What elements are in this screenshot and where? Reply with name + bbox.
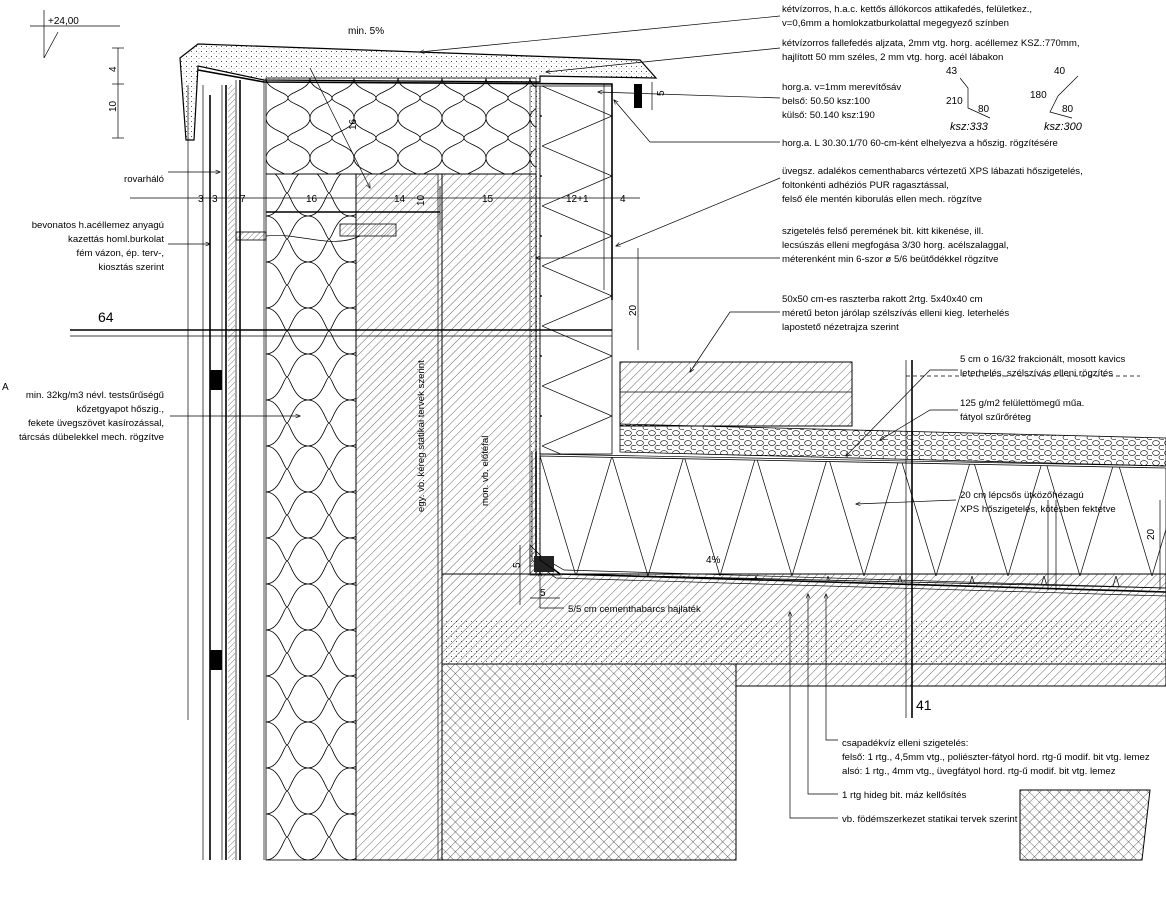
label-pavers-3: lapostető nézetrajza szerint bbox=[782, 322, 899, 333]
concrete-shell bbox=[355, 173, 443, 861]
cap-profile-left bbox=[959, 77, 991, 119]
label-mineral-wool-4: tárcsás dübelekkel mech. rögzítve bbox=[19, 432, 164, 443]
label-pavers-1: 50x50 cm-es raszterba rakott 2rtg. 5x40x… bbox=[782, 294, 983, 305]
cap-right-ksz: ksz:300 bbox=[1044, 121, 1083, 133]
cap-profile-right bbox=[1049, 75, 1079, 119]
label-mineral-wool-2: kőzetgyapot hőszig., bbox=[77, 404, 164, 415]
label-fleece-2: fátyol szűrőréteg bbox=[960, 412, 1031, 423]
label-waterproof-2: felső: 1 rtg., 4,5mm vtg., poliészter-fá… bbox=[842, 752, 1150, 763]
dim-row-2: 3 bbox=[212, 194, 218, 205]
beam-lower bbox=[735, 663, 1166, 687]
label-stiffener-2: belső: 50.50 ksz:100 bbox=[782, 96, 870, 107]
label-pavers-2: méretű beton járólap szélszívás elleni k… bbox=[782, 308, 1009, 319]
dim-row-7: 12+1 bbox=[566, 194, 589, 205]
dim-4: 4 bbox=[108, 66, 119, 72]
dim-10b: 10 bbox=[416, 194, 427, 206]
section-mark-a: A bbox=[2, 382, 9, 393]
facade-cladding bbox=[187, 80, 265, 860]
label-insul-top-3: méterenként min 6-szor ø 5/6 beütődékkel… bbox=[782, 254, 999, 265]
dim-10a: 10 bbox=[108, 100, 119, 112]
xps-upstand bbox=[539, 85, 613, 455]
concrete-slab-lower bbox=[441, 663, 737, 861]
label-wall-cap-2: hajlított 50 mm széles, 2 mm vtg. horg. … bbox=[782, 52, 1003, 63]
attic-cap bbox=[179, 43, 658, 141]
dim-row-5: 14 bbox=[394, 194, 406, 205]
label-concrete-upstand: mon. vb. előtéfal bbox=[480, 436, 491, 506]
label-insul-top-1: szigetelés felső peremének bit. kitt kik… bbox=[782, 226, 984, 237]
label-primer: 1 rtg hideg bit. máz kellősítés bbox=[842, 790, 966, 801]
label-insect-mesh: rovarháló bbox=[124, 174, 164, 185]
label-stiffener-3: külső: 50.140 ksz:190 bbox=[782, 110, 875, 121]
cap-left-a: 43 bbox=[946, 66, 958, 77]
section-mark-64: 64 bbox=[98, 309, 114, 325]
cap-left-b: 210 bbox=[946, 96, 963, 107]
mineral-wool-top bbox=[265, 77, 537, 175]
label-gravel-1: 5 cm o 16/32 frakcionált, mosott kavics bbox=[960, 354, 1125, 365]
dim-row-3: 7 bbox=[240, 194, 246, 205]
concrete-paver bbox=[619, 361, 853, 427]
dim-5c: 5 bbox=[540, 588, 546, 599]
label-concrete-shell: egy. vb. kéreg statikai tervek szerint bbox=[416, 360, 427, 512]
slope-roof: 4% bbox=[706, 555, 721, 566]
label-xps-base-2: foltonkénti adhéziós PUR ragasztással, bbox=[782, 180, 949, 191]
label-stiffener-1: horg.a. v=1mm merevítősáv bbox=[782, 82, 901, 93]
level-value: +24,00 bbox=[48, 16, 79, 27]
label-xps-base-3: felső éle mentén kiborulás ellen mech. r… bbox=[782, 194, 982, 205]
dim-20b: 20 bbox=[1146, 528, 1157, 540]
wall-anchor bbox=[235, 211, 440, 242]
section-line-64 bbox=[70, 329, 612, 337]
label-insul-top-2: lecsúszás elleni megfogása 3/30 horg. ac… bbox=[782, 240, 1009, 251]
label-cladding-3: fém vázon, ép. terv-, bbox=[77, 248, 164, 259]
dimension-lines bbox=[112, 47, 1161, 605]
section-line-41 bbox=[905, 360, 1140, 718]
slope-top: min. 5% bbox=[348, 26, 384, 37]
cap-right-c: 80 bbox=[1062, 104, 1074, 115]
label-mineral-wool-1: min. 32kg/m3 névl. testsűrűségű bbox=[26, 390, 164, 401]
label-attic-cap-1: kétvízorros, h.a.c. kettős állókorcos at… bbox=[782, 4, 1032, 15]
label-gravel-2: leterhelés, szélszívás elleni rögzítés bbox=[960, 368, 1113, 379]
label-cladding-1: bevonatos h.acéllemez anyagú bbox=[32, 220, 164, 231]
support-lower bbox=[1019, 789, 1151, 861]
label-attic-cap-2: v=0,6mm a homlokzatburkolattal megegyező… bbox=[782, 18, 1009, 29]
dim-20a: 20 bbox=[628, 304, 639, 316]
label-waterproof-1: csapadékvíz elleni szigetelés: bbox=[842, 738, 968, 749]
label-xps-base-1: üvegsz. adalékos cementhabarcs vértezetű… bbox=[782, 166, 1083, 177]
label-fillet: 5/5 cm cementhabarcs hajlaték bbox=[568, 604, 701, 615]
label-wall-cap-1: kétvízorros fallefedés aljzata, 2mm vtg.… bbox=[782, 38, 1080, 49]
concrete-upstand bbox=[441, 173, 537, 575]
section-mark-41: 41 bbox=[916, 697, 932, 713]
dim-row-6: 15 bbox=[482, 194, 494, 205]
mineral-wool-vertical bbox=[265, 173, 357, 861]
roof-xps bbox=[539, 455, 1166, 589]
label-xps-roof-1: 20 cm lépcsős ütközőhézagú bbox=[960, 490, 1084, 501]
cap-left-ksz: ksz:333 bbox=[950, 121, 989, 133]
label-cladding-2: kazettás homl.burkolat bbox=[68, 234, 164, 245]
leader-lines bbox=[168, 15, 958, 819]
label-slab: vb. födémszerkezet statikai tervek szeri… bbox=[842, 814, 1018, 825]
dim-5: 5 bbox=[656, 90, 667, 96]
roof-gravel bbox=[619, 423, 1166, 467]
dim-16: 16 bbox=[348, 118, 359, 130]
dim-5b: 5 bbox=[512, 562, 523, 568]
label-xps-roof-2: XPS hőszigetelés, kötésben fektetve bbox=[960, 504, 1116, 515]
dim-row-8: 4 bbox=[620, 194, 626, 205]
label-mineral-wool-3: fekete üvegszövet kasírozással, bbox=[28, 418, 164, 429]
label-cladding-4: kiosztás szerint bbox=[98, 262, 164, 273]
label-waterproof-3: alsó: 1 rtg., 4mm vtg., üvegfátyol hord.… bbox=[842, 766, 1116, 777]
label-angle: horg.a. L 30.30.1/70 60-cm-ként elhelyez… bbox=[782, 138, 1058, 149]
label-fleece-1: 125 g/m2 felülettömegű műa. bbox=[960, 398, 1084, 409]
dim-row-1: 3 bbox=[198, 194, 204, 205]
cap-right-b: 180 bbox=[1030, 90, 1047, 101]
dim-row-4: 16 bbox=[306, 194, 318, 205]
cap-right-a: 40 bbox=[1054, 66, 1066, 77]
level-marker bbox=[30, 10, 120, 59]
cap-left-c: 80 bbox=[978, 104, 990, 115]
